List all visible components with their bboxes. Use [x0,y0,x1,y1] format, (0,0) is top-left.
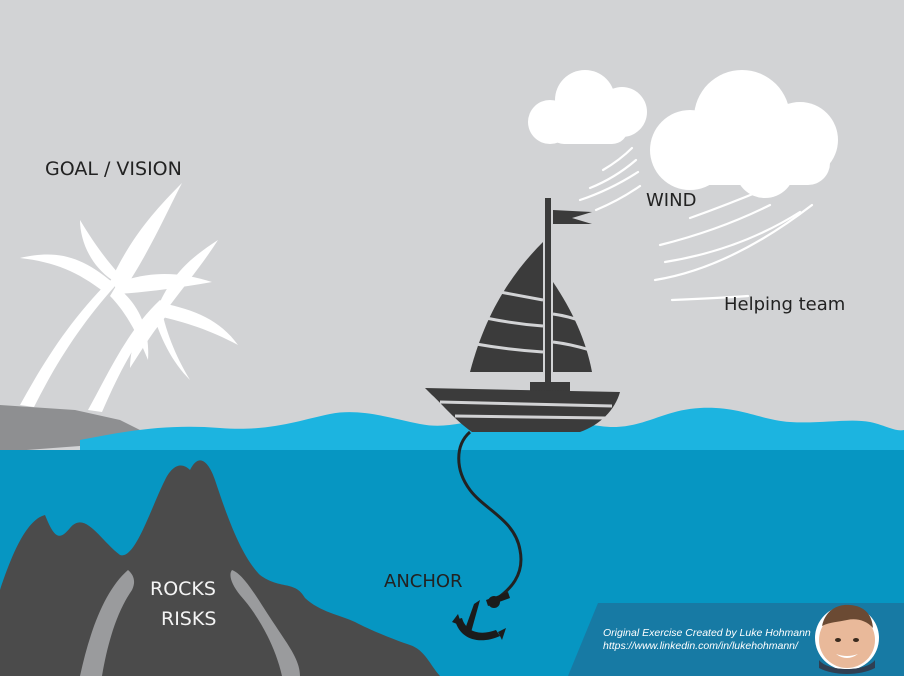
credit-line-1: Original Exercise Created by Luke Hohman… [603,627,811,639]
rocks-label: ROCKS [150,578,216,600]
sail-stripes [439,290,613,420]
anchor-label: ANCHOR [384,571,463,592]
cloud-icon [528,70,838,198]
author-avatar [815,604,879,674]
anchor-rope [457,430,523,602]
wind-label: WIND [646,190,697,211]
wind-streaks [578,146,814,302]
credit-text: Original Exercise Created by Luke Hohman… [603,627,811,653]
risks-label: RISKS [161,608,217,630]
palm-tree-icon [20,183,238,412]
helping-team-label: Helping team [724,294,846,315]
goal-vision-label: GOAL / VISION [45,158,182,180]
rock-icon [0,460,440,676]
sailboat-icon [425,198,620,432]
credit-line-2: https://www.linkedin.com/in/lukehohmann/ [603,640,798,652]
anchor-icon [452,592,510,641]
